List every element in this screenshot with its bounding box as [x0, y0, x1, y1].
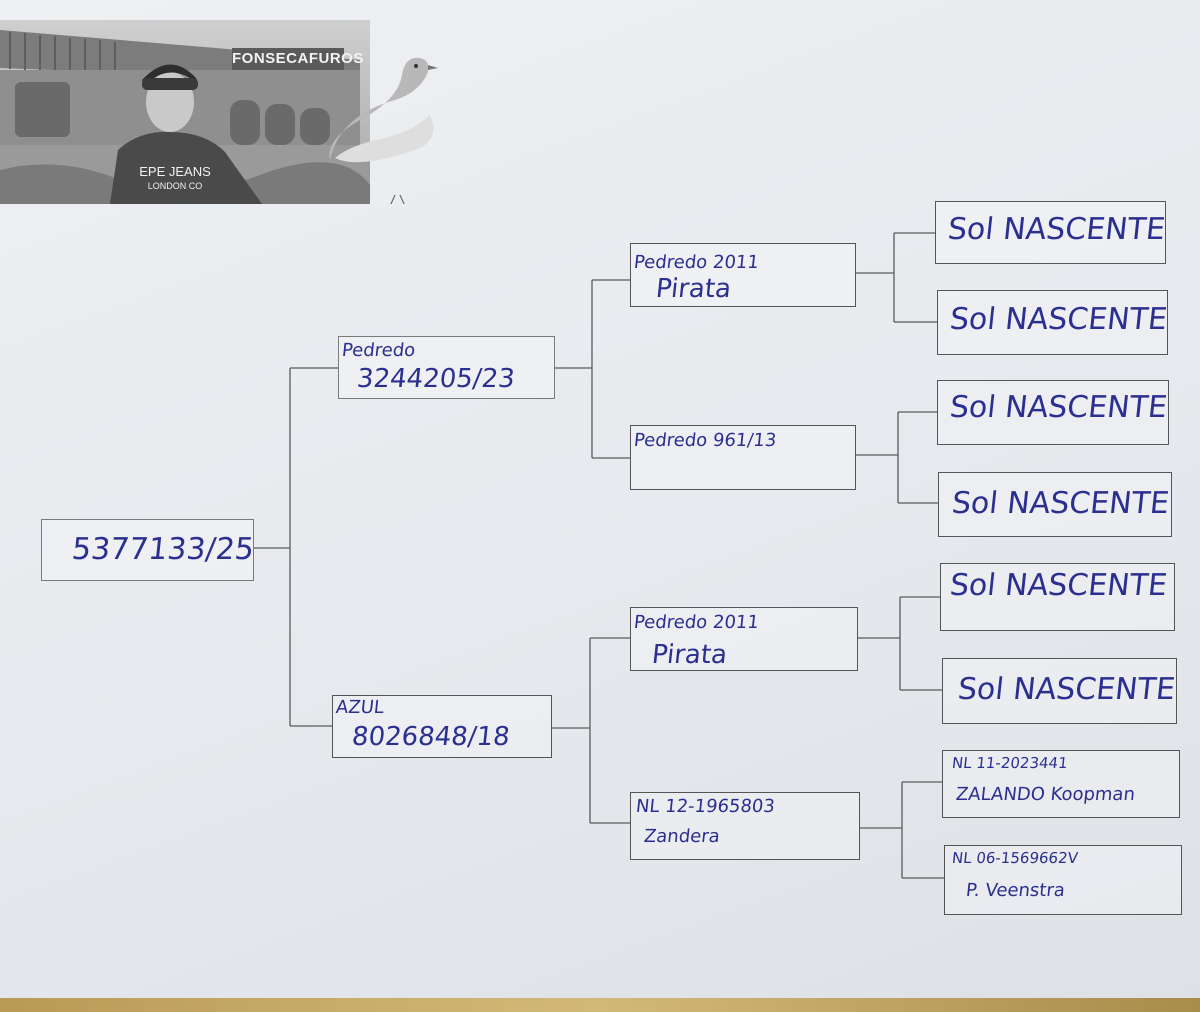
dam-dam-ring: NL 12-1965803 [634, 796, 776, 817]
ggp-3-name: Sol NASCENTE [948, 390, 1169, 425]
dam-box [332, 695, 552, 758]
connector-sire-sire [856, 232, 937, 323]
brand-sign: FONSECAFUROS [232, 48, 363, 70]
pigeon-figure [329, 57, 438, 163]
ggp-box-8 [944, 845, 1182, 915]
ggp-7-name: ZALANDO Koopman [954, 784, 1137, 805]
ggp-box-2 [937, 290, 1168, 355]
table-edge [0, 998, 1200, 1012]
sire-dam-ring: Pedredo 961/13 [632, 430, 778, 451]
ggp-2-name: Sol NASCENTE [948, 302, 1169, 337]
connector-dam-dam [860, 781, 944, 879]
sire-sire-box [630, 243, 856, 307]
ggp-6-name: Sol NASCENTE [956, 672, 1177, 707]
sire-name: Pedredo [340, 340, 417, 361]
connector-dam-sire [858, 596, 942, 691]
shirt-print: EPE JEANS LONDON CO [130, 165, 220, 193]
ggp-7-ring: NL 11-2023441 [951, 754, 1069, 772]
person-figure [110, 64, 262, 204]
ggp-8-name: P. Veenstra [964, 880, 1066, 901]
ggp-1-name: Sol NASCENTE [946, 212, 1167, 247]
dam-sire-name: Pirata [650, 640, 729, 670]
ggp-box-6 [942, 658, 1177, 724]
subject-ring: 5377133/25 [70, 532, 256, 567]
dam-name: AZUL [334, 697, 385, 718]
ggp-5-name: Sol NASCENTE [948, 568, 1169, 603]
shirt-print-line2: LONDON CO [147, 181, 203, 191]
sire-sire-name: Pirata [654, 274, 733, 304]
sire-ring: 3244205/23 [355, 364, 517, 394]
grass [0, 162, 370, 204]
ggp-box-7 [942, 750, 1180, 818]
sire-box [338, 336, 555, 399]
subject-box [41, 519, 254, 581]
roof-ribs [9, 32, 116, 76]
dam-dam-name: Zandera [642, 826, 721, 847]
ggp-4-name: Sol NASCENTE [950, 486, 1171, 521]
loft-arches [15, 82, 330, 145]
ggp-box-5 [940, 563, 1175, 631]
ggp-box-3 [937, 380, 1169, 445]
sire-dam-box [630, 425, 856, 490]
connector-sire [555, 279, 630, 459]
pigeon-feet [390, 194, 405, 204]
connector-subject [254, 367, 338, 727]
dam-sire-box [630, 607, 858, 671]
shirt-print-line1: EPE JEANS [139, 164, 211, 179]
sire-sire-ring: Pedredo 2011 [632, 252, 760, 273]
connector-dam [552, 637, 630, 824]
dam-ring: 8026848/18 [350, 722, 512, 752]
dam-sire-ring: Pedredo 2011 [632, 612, 760, 633]
connector-sire-dam [856, 411, 938, 504]
ggp-8-ring: NL 06-1569662V [951, 849, 1079, 867]
ggp-box-4 [938, 472, 1172, 537]
dam-dam-box [630, 792, 860, 860]
ggp-box-1 [935, 201, 1166, 264]
